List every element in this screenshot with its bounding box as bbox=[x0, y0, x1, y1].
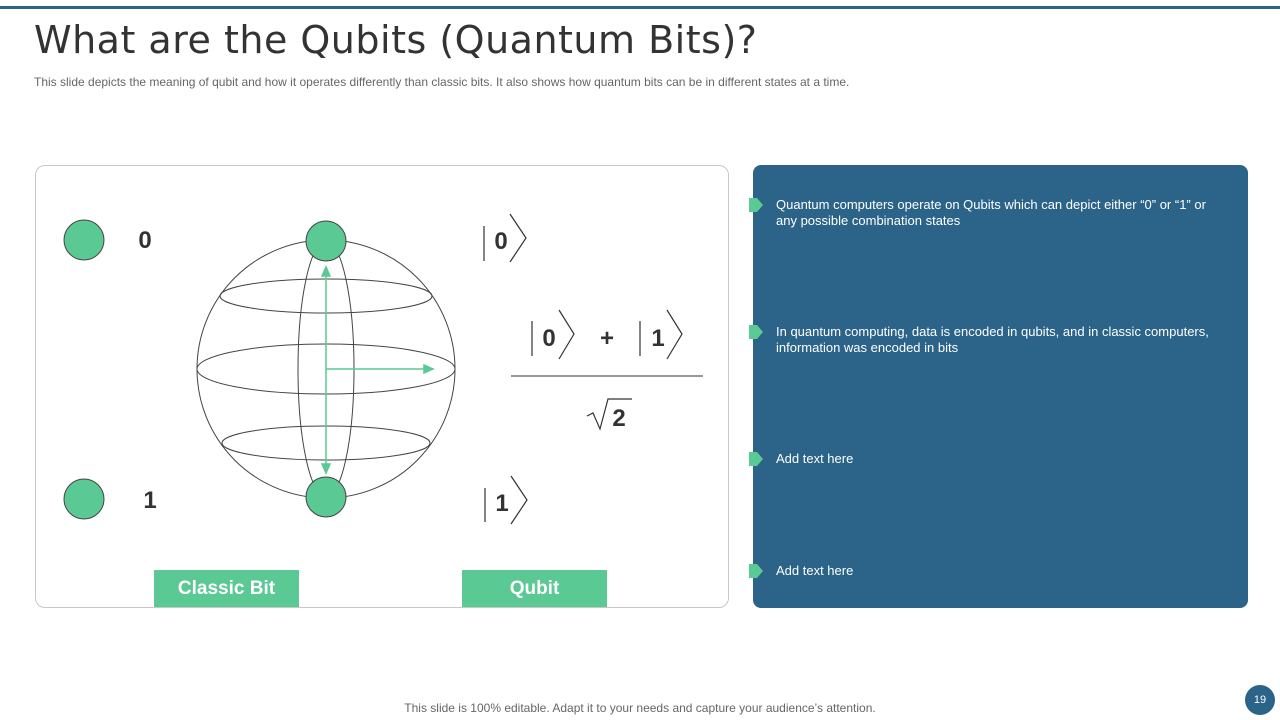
qubit-diagram-card: 0 1 0 1 bbox=[35, 165, 729, 608]
bullet-text: In quantum computing, data is encoded in… bbox=[776, 324, 1209, 355]
classic-bit-one-dot bbox=[63, 478, 105, 520]
bullet-arrow-icon bbox=[749, 452, 763, 466]
classic-zero-label: 0 bbox=[138, 227, 151, 254]
superposition-plus: + bbox=[600, 325, 614, 352]
bullet-text: Add text here bbox=[776, 451, 854, 466]
bullet-text: Add text here bbox=[776, 563, 854, 578]
qubit-top-dot bbox=[305, 220, 347, 262]
classic-one-label: 1 bbox=[143, 487, 156, 514]
slide-subtitle: This slide depicts the meaning of qubit … bbox=[34, 75, 850, 89]
page-number-badge: 19 bbox=[1245, 685, 1275, 715]
ket-one: 1 bbox=[484, 475, 528, 525]
sqrt-value: 2 bbox=[612, 405, 625, 432]
ket-one-value: 1 bbox=[495, 490, 508, 517]
top-accent-rule bbox=[0, 6, 1280, 9]
classic-bit-zero-dot bbox=[63, 219, 105, 261]
superposition-right-value: 1 bbox=[651, 325, 664, 352]
superposition-left-value: 0 bbox=[542, 325, 555, 352]
footer-note: This slide is 100% editable. Adapt it to… bbox=[404, 701, 876, 715]
slide-title: What are the Qubits (Quantum Bits)? bbox=[34, 18, 758, 62]
ket-zero: 0 bbox=[483, 213, 527, 263]
bullet-text: Quantum computers operate on Qubits whic… bbox=[776, 197, 1206, 228]
qubit-label: Qubit bbox=[462, 570, 607, 607]
info-panel: Quantum computers operate on Qubits whic… bbox=[749, 165, 1248, 608]
classic-bit-label: Classic Bit bbox=[154, 570, 299, 607]
bloch-axis-arrows bbox=[320, 265, 435, 475]
bullet-arrow-icon bbox=[749, 325, 763, 339]
ket-zero-value: 0 bbox=[494, 228, 507, 255]
qubit-diagram: 0 1 0 1 bbox=[63, 213, 703, 525]
bullet-arrow-icon bbox=[749, 198, 763, 212]
qubit-bottom-dot bbox=[305, 476, 347, 518]
superposition-formula: 0 + 1 2 bbox=[511, 309, 703, 432]
bullet-arrow-icon bbox=[749, 564, 763, 578]
